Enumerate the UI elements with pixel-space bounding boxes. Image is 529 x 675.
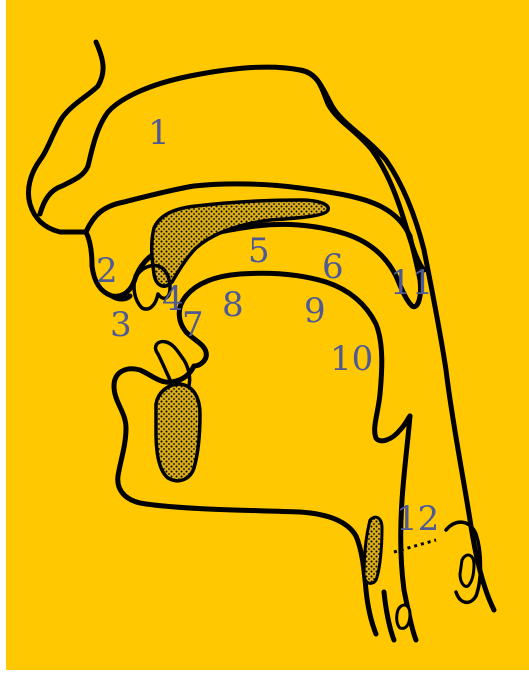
cricoid: [397, 605, 410, 628]
label-4: 4: [162, 282, 184, 316]
chin-outline: [114, 366, 376, 634]
label-12: 12: [396, 502, 439, 536]
label-8: 8: [222, 288, 244, 322]
tongue-outline: [186, 273, 410, 441]
label-1: 1: [148, 116, 170, 150]
label-5: 5: [248, 234, 270, 268]
label-6: 6: [322, 250, 344, 284]
label-11: 11: [390, 266, 433, 300]
label-7: 7: [182, 308, 204, 342]
nostril-line: [40, 67, 424, 270]
larynx-inner: [460, 555, 474, 586]
esophagus-line: [384, 592, 394, 640]
label-10: 10: [330, 342, 373, 376]
label-3: 3: [110, 308, 132, 342]
face-outline: [28, 42, 136, 296]
label-2: 2: [96, 254, 118, 288]
mandible-bone: [156, 384, 200, 481]
hyoid-bone: [364, 517, 382, 583]
label-9: 9: [304, 294, 326, 328]
